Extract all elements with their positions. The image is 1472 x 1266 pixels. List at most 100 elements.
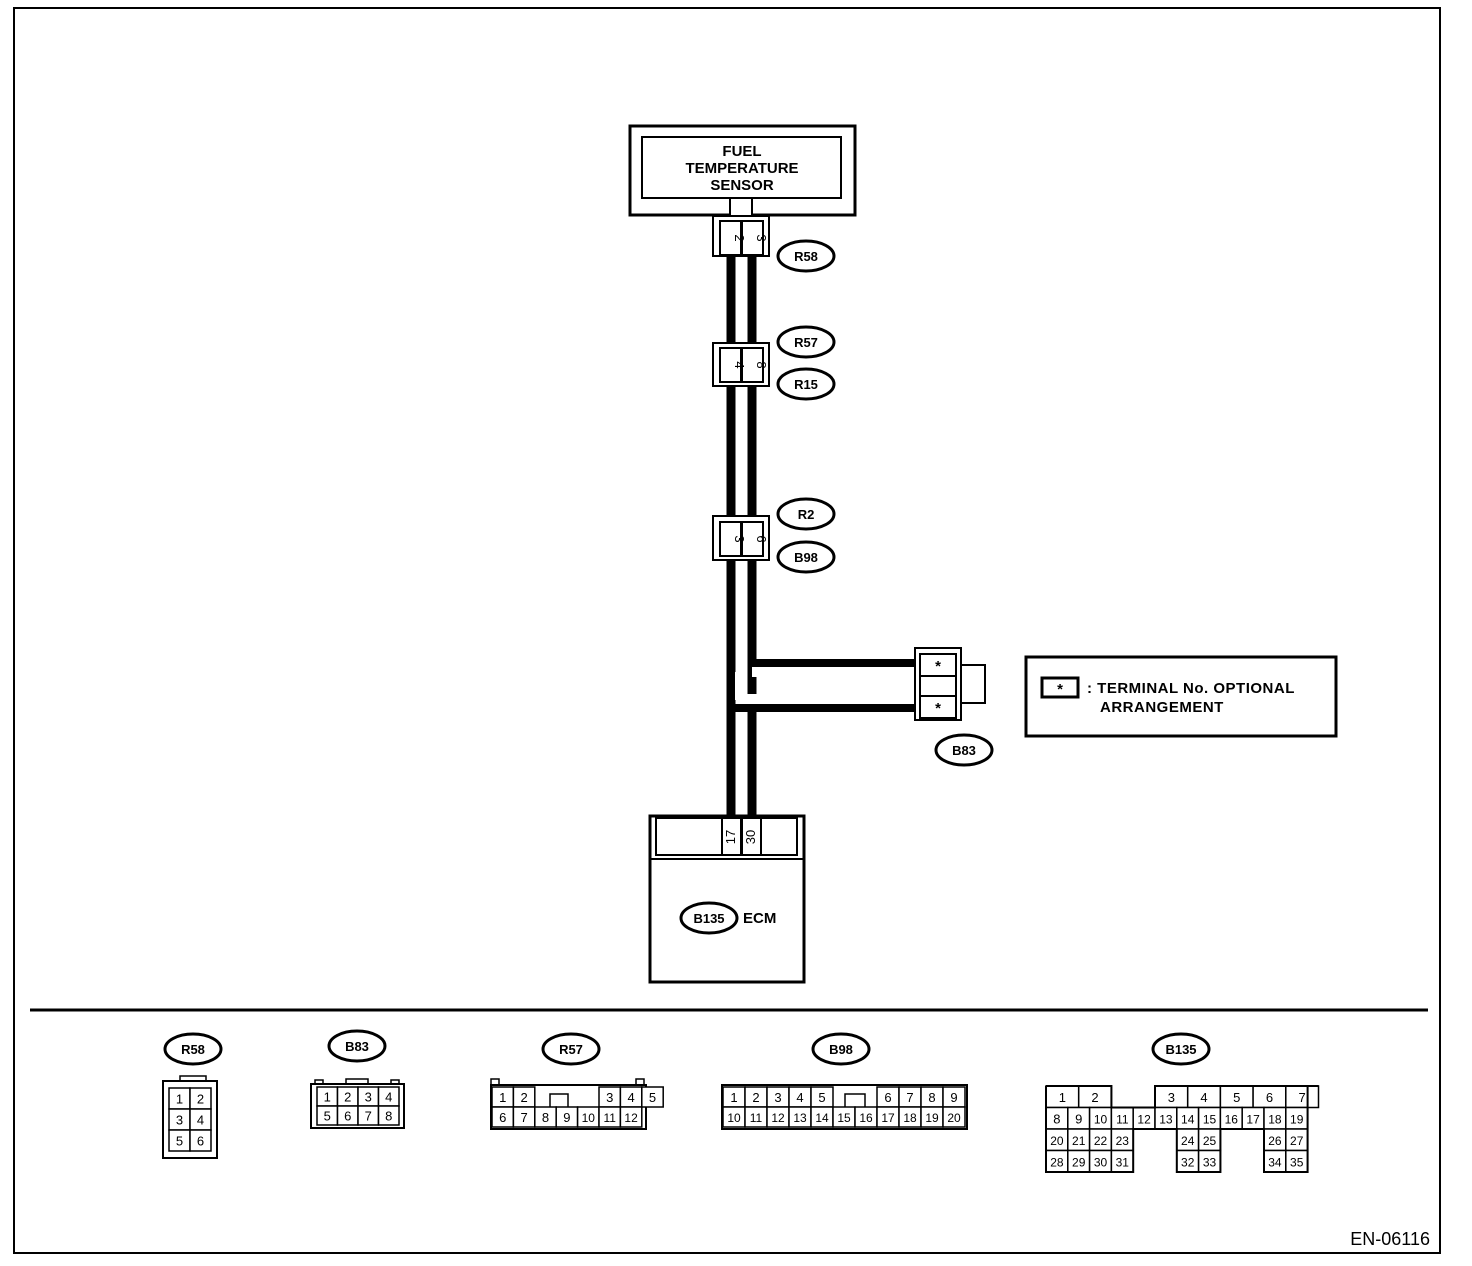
- connector-view-b135-pin-9: 9: [1075, 1111, 1082, 1126]
- connector-view-b98-pin-13: 13: [793, 1111, 807, 1125]
- connector-view-b135-pin-2: 2: [1091, 1090, 1098, 1105]
- sensor-label-line-1: FUEL: [722, 143, 761, 160]
- svg-text:B83: B83: [952, 743, 976, 758]
- connector-view-b83-pin-4: 4: [385, 1090, 392, 1105]
- tag-b83: B83: [934, 733, 994, 767]
- connector-view-b135-pin-3: 3: [1168, 1090, 1175, 1105]
- connector-view-b135-pin-11: 11: [1116, 1112, 1129, 1126]
- connector-view-b98-pin-7: 7: [906, 1090, 913, 1105]
- connector-view-b135-pin-25: 25: [1203, 1134, 1217, 1148]
- connector-view-r57-pin-6: 6: [499, 1110, 506, 1125]
- connector-view-r57-tag: R57: [559, 1042, 583, 1057]
- ecm-label: ECM: [743, 910, 776, 927]
- connector-view-b135-pin-29: 29: [1072, 1155, 1086, 1169]
- connector-view-b135-pin-28: 28: [1050, 1155, 1064, 1169]
- connector-view-b135-pin-31: 31: [1116, 1155, 1130, 1169]
- r57-pin-right: 8: [754, 361, 769, 368]
- svg-text:R15: R15: [794, 377, 818, 392]
- connector-view-b83-pin-2: 2: [344, 1090, 351, 1105]
- ecm-module: 17 30 B135 ECM: [648, 814, 806, 984]
- connector-view-b98-pin-6: 6: [884, 1090, 891, 1105]
- connector-view-b135-pin-15: 15: [1203, 1112, 1217, 1126]
- ecm-pin-17: 17: [723, 830, 738, 844]
- tag-r58: R58: [776, 239, 836, 273]
- legend-line-1: : TERMINAL No. OPTIONAL: [1087, 680, 1295, 697]
- connector-view-r58-pin-5: 5: [176, 1134, 183, 1149]
- tag-r57: R57: [776, 325, 836, 359]
- connector-view-r57-pin-4: 4: [627, 1090, 634, 1105]
- connector-view-b83-pin-5: 5: [324, 1109, 331, 1124]
- connector-view-b98-pin-2: 2: [752, 1090, 759, 1105]
- connector-view-b135-pin-4: 4: [1200, 1090, 1207, 1105]
- connector-view-r57-pin-7: 7: [520, 1110, 527, 1125]
- r57-pin-left: 4: [732, 361, 747, 368]
- connector-view-b98-pin-15: 15: [837, 1111, 851, 1125]
- r58-pin-left: 2: [732, 234, 747, 241]
- connector-view-b135-pin-20: 20: [1050, 1134, 1064, 1148]
- connector-view-b83-pin-1: 1: [324, 1090, 331, 1105]
- connector-view-r57-pin-11: 11: [603, 1111, 616, 1125]
- b83-pin-top: *: [935, 658, 941, 675]
- connector-view-b135-pin-34: 34: [1268, 1155, 1282, 1169]
- connector-view-b135-pin-24: 24: [1181, 1134, 1195, 1148]
- connector-view-b98-pin-17: 17: [881, 1111, 895, 1125]
- connector-view-b135-tag: B135: [1165, 1042, 1196, 1057]
- connector-view-b83-pin-7: 7: [365, 1109, 372, 1124]
- diagram-frame: [13, 7, 1441, 1254]
- connector-view-b135-pin-12: 12: [1137, 1112, 1151, 1126]
- connector-view-r57-pin-5: 5: [649, 1090, 656, 1105]
- tag-r15: R15: [776, 367, 836, 401]
- connector-view-b98-pin-9: 9: [950, 1090, 957, 1105]
- sensor-label-line-2: TEMPERATURE: [685, 160, 798, 177]
- connector-view-b83-pin-3: 3: [365, 1090, 372, 1105]
- connector-r58: 2 3: [712, 215, 770, 257]
- legend-box: * : TERMINAL No. OPTIONAL ARRANGEMENT: [1024, 655, 1338, 738]
- ecm-tag: B135: [693, 911, 724, 926]
- connector-view-b98-pin-16: 16: [859, 1111, 873, 1125]
- connector-view-b98-pin-11: 11: [750, 1111, 763, 1125]
- connector-view-b98-tag: B98: [829, 1042, 853, 1057]
- connector-view-r57-pin-1: 1: [499, 1090, 506, 1105]
- connector-view-b98-pin-10: 10: [727, 1111, 741, 1125]
- connector-view-b83-tag: B83: [345, 1039, 369, 1054]
- connector-view-b135-pin-33: 33: [1203, 1155, 1217, 1169]
- connector-view-r58-pin-3: 3: [176, 1113, 183, 1128]
- connector-view-r57-pin-3: 3: [606, 1090, 613, 1105]
- connector-view-b135-pin-1: 1: [1059, 1090, 1066, 1105]
- connector-view-b135-pin-13: 13: [1159, 1112, 1173, 1126]
- r58-pin-right: 3: [754, 234, 769, 241]
- connector-view-r58-pin-2: 2: [197, 1092, 204, 1107]
- connector-view-b135-pin-35: 35: [1290, 1155, 1304, 1169]
- connector-view-r57-pin-8: 8: [542, 1110, 549, 1125]
- connector-view-b135-pin-17: 17: [1246, 1112, 1260, 1126]
- legend-line-2: ARRANGEMENT: [1100, 699, 1224, 716]
- connector-view-r58-pin-4: 4: [197, 1113, 204, 1128]
- connector-view-b98-pin-1: 1: [730, 1090, 737, 1105]
- tag-b98: B98: [776, 540, 836, 574]
- connector-view-b135-pin-16: 16: [1225, 1112, 1239, 1126]
- svg-text:R57: R57: [794, 335, 818, 350]
- connector-view-b135-pin-26: 26: [1268, 1134, 1282, 1148]
- sensor-label-line-3: SENSOR: [710, 177, 774, 194]
- connector-r57-r15: 4 8: [712, 342, 770, 387]
- svg-text:B98: B98: [794, 550, 818, 565]
- connector-view-b135-pin-22: 22: [1094, 1134, 1108, 1148]
- connector-view-r58-pin-1: 1: [176, 1092, 183, 1107]
- connector-view-b135-pin-27: 27: [1290, 1134, 1304, 1148]
- figure-code: EN-06116: [1350, 1229, 1430, 1249]
- connector-view-b135-pin-21: 21: [1072, 1134, 1086, 1148]
- connector-view-b98-pin-12: 12: [771, 1111, 785, 1125]
- connector-view-b135-pin-30: 30: [1094, 1155, 1108, 1169]
- r2-pin-right: 6: [754, 535, 769, 542]
- connector-view-b83-pin-6: 6: [344, 1109, 351, 1124]
- tag-r2: R2: [776, 497, 836, 531]
- fuel-temperature-sensor: FUEL TEMPERATURE SENSOR: [628, 124, 857, 217]
- connector-view-r57-pin-9: 9: [563, 1110, 570, 1125]
- connector-b83: * *: [914, 647, 986, 721]
- connector-view-b83-pin-8: 8: [385, 1109, 392, 1124]
- connector-view-r57-pin-2: 2: [520, 1090, 527, 1105]
